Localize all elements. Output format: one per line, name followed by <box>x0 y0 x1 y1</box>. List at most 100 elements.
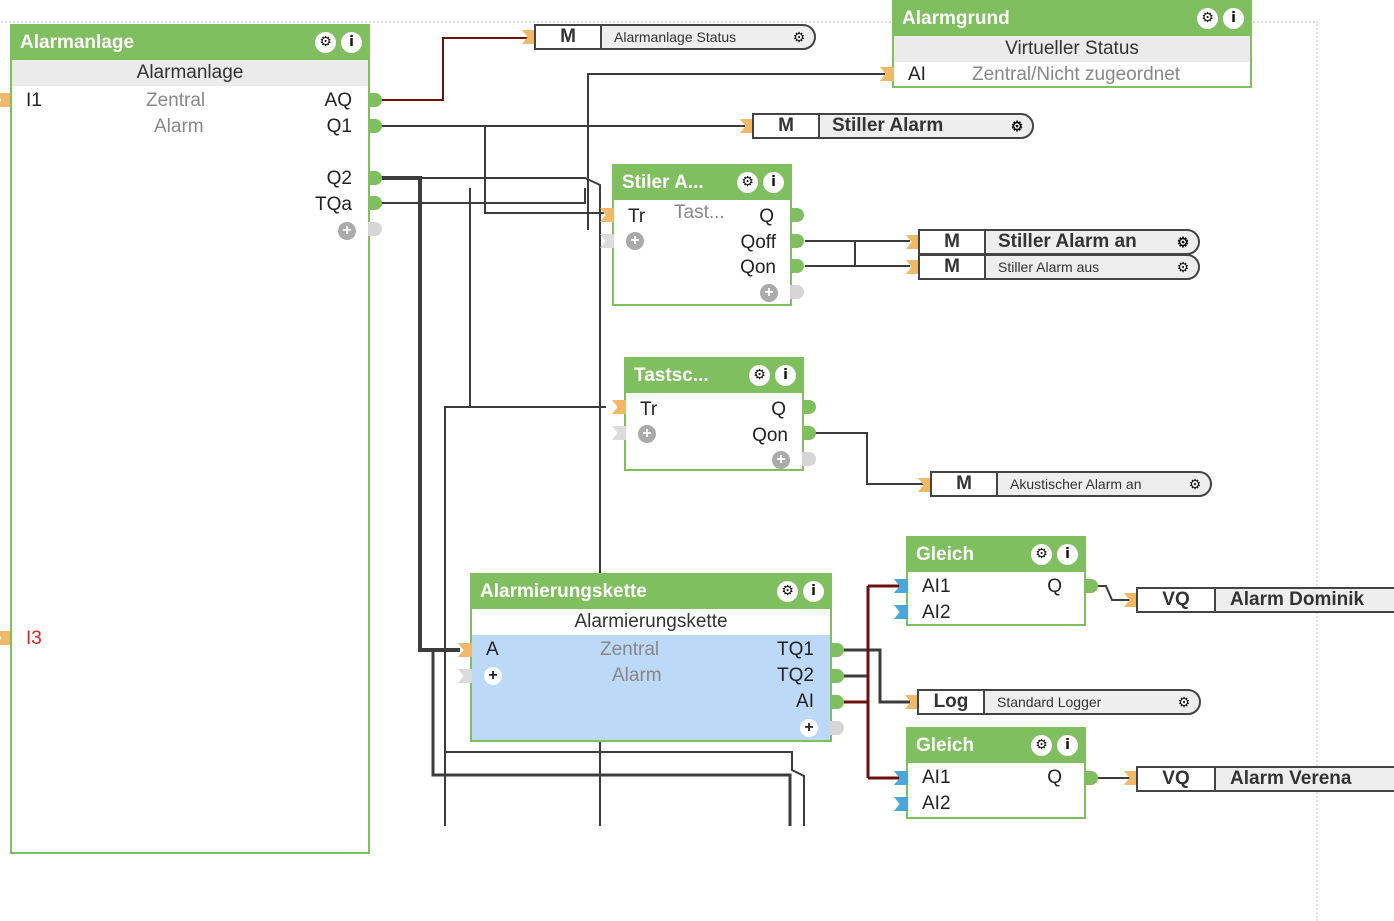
gear-icon[interactable]: ⚙ <box>792 28 806 45</box>
block-alarmanlage[interactable]: Alarmanlage ⚙ i Alarmanlage I1 Zentral A… <box>10 24 370 854</box>
add-input-icon[interactable]: + <box>626 232 644 250</box>
block-header[interactable]: Tastsc... ⚙ i <box>626 359 802 393</box>
tag-akustischer-alarm-an[interactable]: M Akustischer Alarm an ⚙ <box>930 471 1212 497</box>
block-stiller-alarm[interactable]: Stiler A... ⚙ i Tr Tast... Q Qoff Qon + … <box>612 164 792 306</box>
block-header[interactable]: Gleich ⚙ i <box>908 538 1084 572</box>
output-pin-qon[interactable] <box>790 259 804 273</box>
output-pin-q1[interactable] <box>368 119 382 133</box>
output-pin-empty[interactable] <box>368 222 382 236</box>
gear-icon[interactable]: ⚙ <box>1031 735 1052 756</box>
gear-icon[interactable]: ⚙ <box>1176 258 1190 275</box>
add-output-icon[interactable]: + <box>772 451 790 469</box>
input-pin-ai1[interactable] <box>894 579 908 593</box>
output-pin-q2[interactable] <box>368 171 382 185</box>
output-pin-qon[interactable] <box>802 426 816 440</box>
output-pin-tq2[interactable] <box>830 669 844 683</box>
output-q: Q <box>1047 767 1062 788</box>
block-header[interactable]: Alarmgrund ⚙ i <box>894 2 1250 36</box>
input-pin-ai1[interactable] <box>894 771 908 785</box>
block-gleich-1[interactable]: Gleich ⚙ i AI1 AI2 Q <box>906 536 1086 626</box>
tag-alarmanlage-status[interactable]: M Alarmanlage Status ⚙ <box>534 24 816 50</box>
tag-pin[interactable] <box>522 30 536 44</box>
block-alarmgrund[interactable]: Alarmgrund ⚙ i Virtueller Status AI Zent… <box>892 0 1252 88</box>
info-icon[interactable]: i <box>1057 544 1078 565</box>
vq-pin[interactable] <box>1124 593 1138 607</box>
output-pin-qoff[interactable] <box>790 234 804 248</box>
wire-aq-to-status <box>381 37 528 101</box>
info-icon[interactable]: i <box>1057 735 1078 756</box>
gear-icon[interactable]: ⚙ <box>1177 693 1191 710</box>
gear-icon[interactable]: ⚙ <box>315 32 336 53</box>
block-header[interactable]: Alarmanlage ⚙ i <box>12 26 368 60</box>
input-pin-tr[interactable] <box>600 208 614 222</box>
output-pin-q[interactable] <box>802 400 816 414</box>
wires-layer <box>381 37 1130 826</box>
tag-pin[interactable] <box>906 260 920 274</box>
tag-pin[interactable] <box>905 695 919 709</box>
gear-icon[interactable]: ⚙ <box>1176 233 1190 250</box>
output-pin-q[interactable] <box>1084 579 1098 593</box>
info-icon[interactable]: i <box>775 365 796 386</box>
vq-pin[interactable] <box>1124 771 1138 785</box>
block-alarmierungskette[interactable]: Alarmierungskette ⚙ i Alarmierungskette … <box>470 573 832 742</box>
tag-stiller-alarm[interactable]: M Stiller Alarm ⚙ <box>752 113 1034 139</box>
vq-kind: VQ <box>1138 768 1216 790</box>
info-icon[interactable]: i <box>763 172 784 193</box>
output-pin-tq1[interactable] <box>830 643 844 657</box>
tag-pin[interactable] <box>918 478 932 492</box>
output-pin-empty[interactable] <box>830 721 844 735</box>
input-pin-ai[interactable] <box>880 67 894 81</box>
tag-pin[interactable] <box>740 119 754 133</box>
add-input-icon[interactable]: + <box>484 667 502 685</box>
gear-icon[interactable]: ⚙ <box>1010 117 1024 134</box>
input-pin-tr[interactable] <box>612 400 626 414</box>
input-pin-empty[interactable] <box>600 234 614 248</box>
block-header[interactable]: Alarmierungskette ⚙ i <box>472 575 830 609</box>
tag-standard-logger[interactable]: Log Standard Logger ⚙ <box>917 689 1201 715</box>
tag-name: Alarmanlage Status <box>614 29 737 45</box>
block-tastschalter[interactable]: Tastsc... ⚙ i Tr Q Qon + + <box>624 357 804 471</box>
block-header[interactable]: Gleich ⚙ i <box>908 729 1084 763</box>
gear-icon[interactable]: ⚙ <box>1031 544 1052 565</box>
tag-name: Stiller Alarm aus <box>998 259 1100 275</box>
output-pin-empty[interactable] <box>790 285 804 299</box>
gear-icon[interactable]: ⚙ <box>1188 475 1202 492</box>
info-icon[interactable]: i <box>1223 8 1244 29</box>
input-pin-i3[interactable] <box>0 631 10 645</box>
input-pin-ai2[interactable] <box>894 797 908 811</box>
add-output-icon[interactable]: + <box>338 222 356 240</box>
gear-icon[interactable]: ⚙ <box>749 365 770 386</box>
block-header[interactable]: Stiler A... ⚙ i <box>614 166 790 200</box>
output-q2: Q2 <box>326 168 352 189</box>
output-pin-q[interactable] <box>1084 771 1098 785</box>
input-pin-a[interactable] <box>458 643 472 657</box>
info-icon[interactable]: i <box>803 581 824 602</box>
input-pin-empty[interactable] <box>458 669 472 683</box>
tag-stiller-alarm-aus[interactable]: M Stiller Alarm aus ⚙ <box>918 254 1200 280</box>
input-pin-empty[interactable] <box>612 426 626 440</box>
output-pin-empty[interactable] <box>802 452 816 466</box>
gear-icon[interactable]: ⚙ <box>737 172 758 193</box>
block-subtitle: Alarmierungskette <box>472 609 830 635</box>
add-output-icon[interactable]: + <box>760 284 778 302</box>
output-q: Q <box>759 206 774 227</box>
output-pin-ai[interactable] <box>830 695 844 709</box>
vq-alarm-dominik[interactable]: VQ Alarm Dominik <box>1136 587 1394 613</box>
gear-icon[interactable]: ⚙ <box>777 581 798 602</box>
vq-alarm-verena[interactable]: VQ Alarm Verena <box>1136 766 1394 792</box>
tag-pin[interactable] <box>906 235 920 249</box>
gear-icon[interactable]: ⚙ <box>1197 8 1218 29</box>
tag-stiller-alarm-an[interactable]: M Stiller Alarm an ⚙ <box>918 229 1200 255</box>
output-pin-tqa[interactable] <box>368 196 382 210</box>
add-input-icon[interactable]: + <box>638 425 656 443</box>
output-pin-aq[interactable] <box>368 93 382 107</box>
info-icon[interactable]: i <box>341 32 362 53</box>
input-pin-ai2[interactable] <box>894 605 908 619</box>
add-output-icon[interactable]: + <box>800 719 818 737</box>
output-pin-q[interactable] <box>790 208 804 222</box>
wire-q1-to-stiller-tr <box>484 126 604 214</box>
input-pin-i1[interactable] <box>0 93 10 107</box>
block-gleich-2[interactable]: Gleich ⚙ i AI1 AI2 Q <box>906 727 1086 819</box>
output-qon: Qon <box>740 257 776 278</box>
wire-q2-bus <box>381 176 460 652</box>
